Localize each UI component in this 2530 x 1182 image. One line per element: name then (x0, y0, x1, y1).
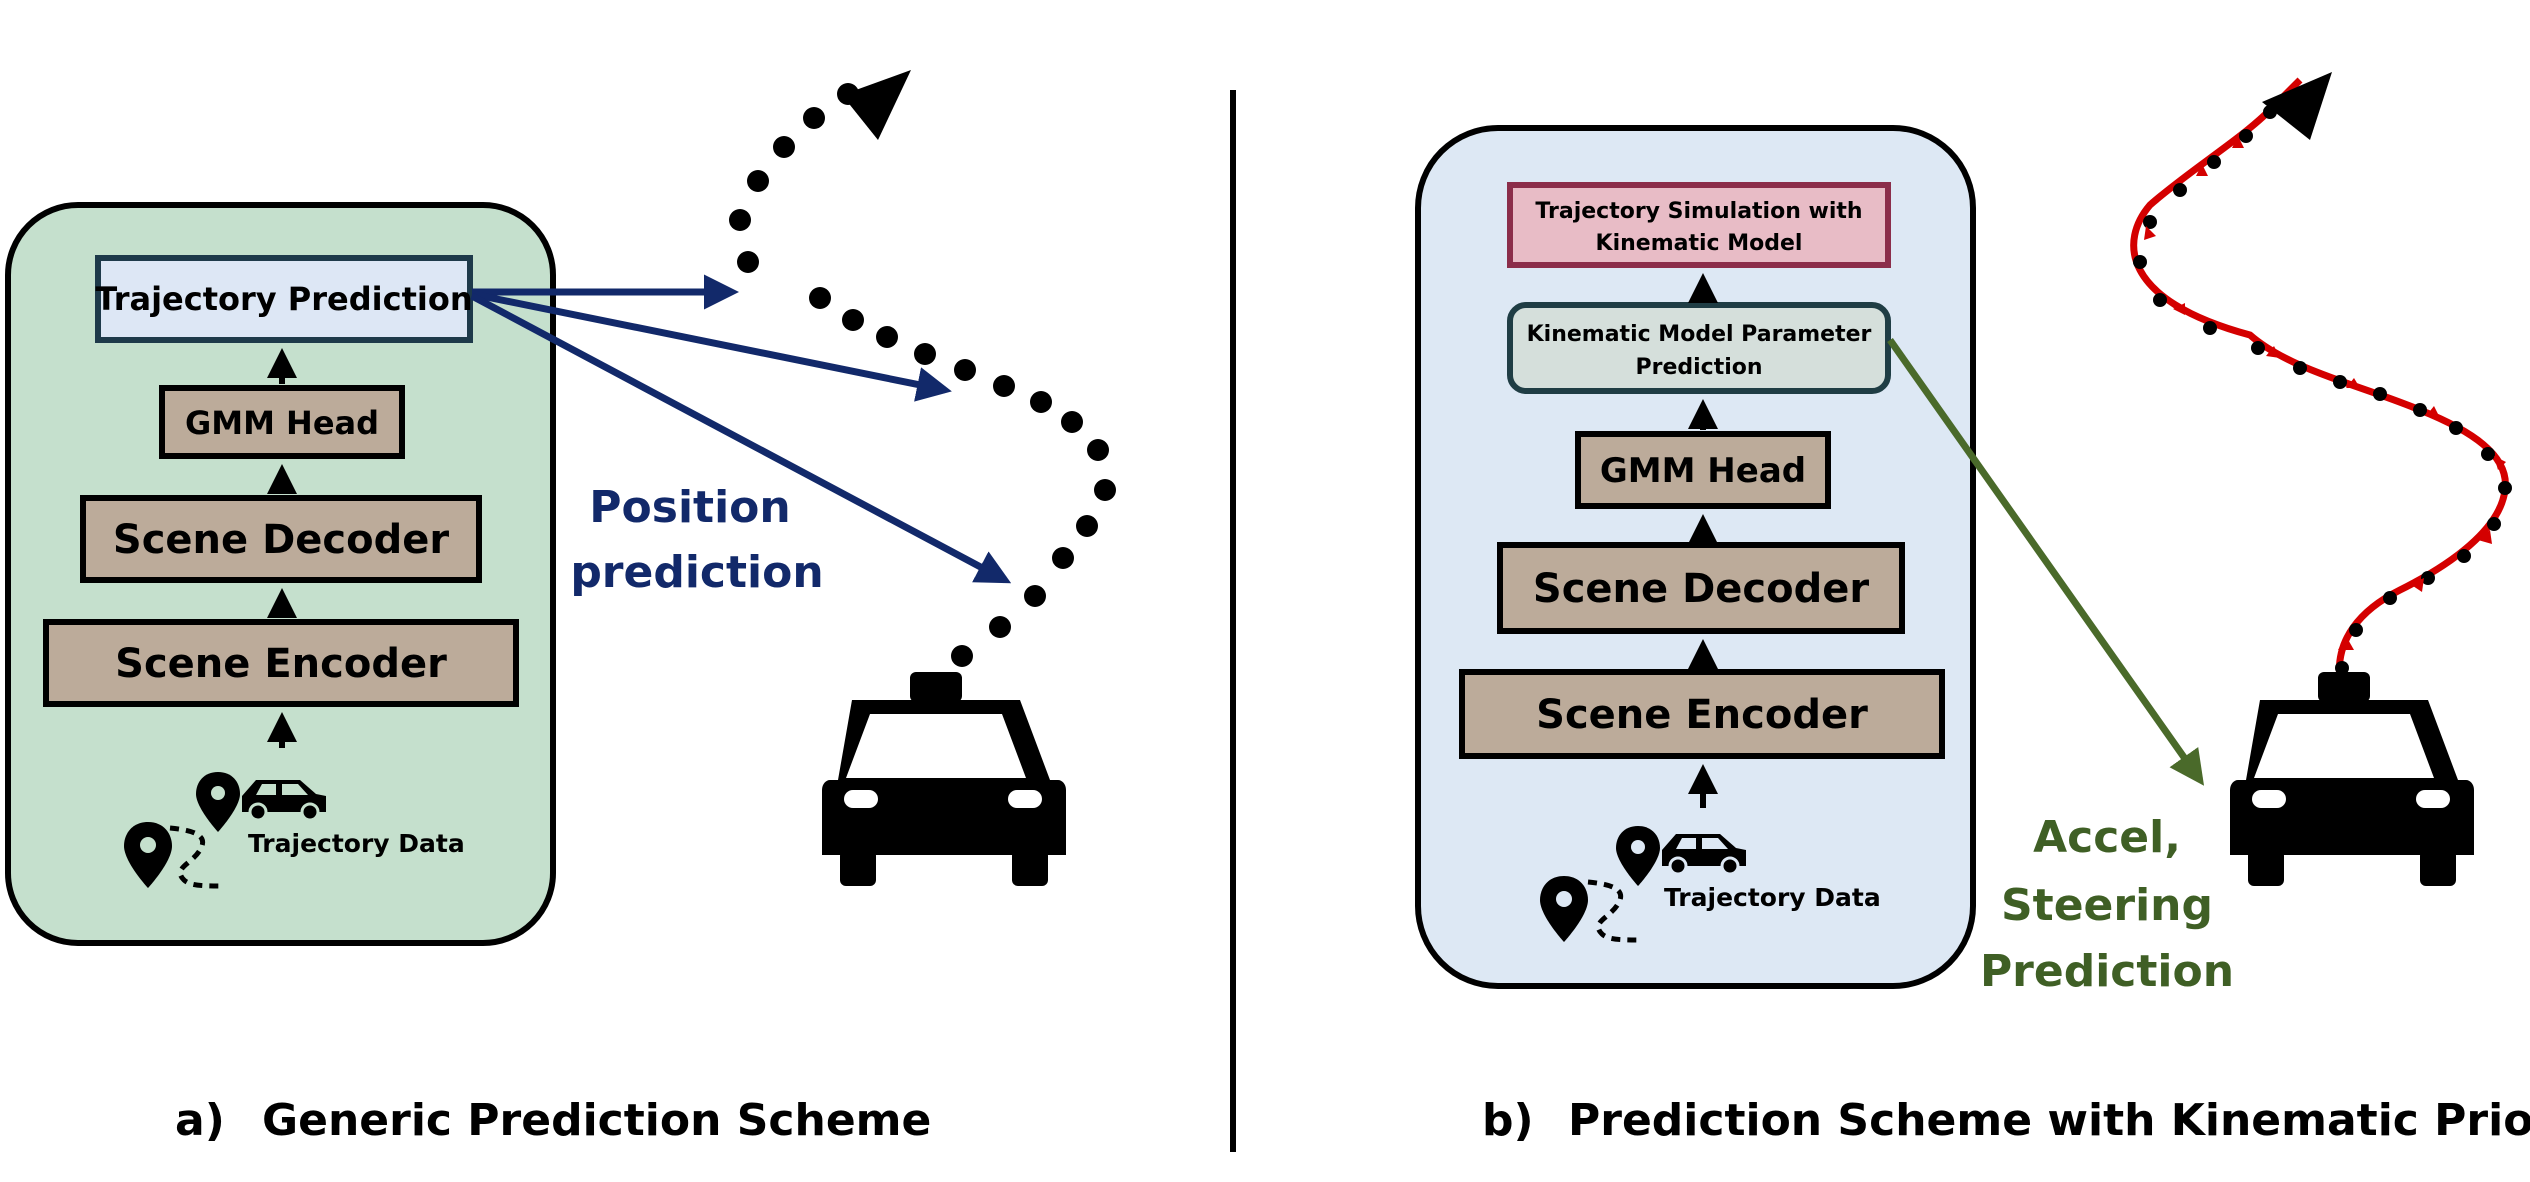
panel-a-car-icon (822, 672, 1066, 886)
panel-b-simulation-label-line2: Kinematic Model (1596, 231, 1803, 256)
panel-b-param-prediction-box (1507, 302, 1891, 394)
panel-b-car-icon (2230, 672, 2474, 886)
panel-b-scene-encoder-box (1459, 669, 1945, 759)
panel-b-gmm-head-box (1575, 431, 1831, 509)
panel-b-param-prediction-label-line1: Kinematic Model Parameter (1527, 322, 1872, 347)
panel-a-trajectory-arrowhead (842, 70, 911, 140)
panel-b-simulation-box (1507, 182, 1891, 268)
panel-a-scene-decoder-box (80, 495, 482, 583)
panel-a-position-prediction-line1: Position (589, 482, 790, 533)
panel-b-accel-label-line3: Prediction (1980, 946, 2234, 997)
panel-b-param-prediction-label-line2: Prediction (1635, 355, 1762, 380)
panel-a-scene-encoder-box (43, 619, 519, 707)
panel-b-caption-text: Prediction Scheme with Kinematic Prior (1568, 1095, 2530, 1146)
panel-b-simulation-label-line1: Trajectory Simulation with (1535, 199, 1862, 224)
panel-a-position-arrows (470, 274, 1012, 584)
panel-a-caption-text: Generic Prediction Scheme (262, 1095, 931, 1146)
panel-b-accel-label-line2: Steering (2001, 880, 2213, 931)
panel-b-caption-letter: b) (1482, 1095, 1534, 1146)
panel-b-gmm-head-label: GMM Head (1600, 451, 1806, 491)
panel-a-trajectory-prediction-label: Trajectory Prediction (95, 280, 472, 318)
panel-a-gmm-head-box (159, 385, 405, 459)
panel-a-position-prediction-line2: prediction (570, 547, 823, 598)
panel-a-scene-decoder-label: Scene Decoder (113, 517, 449, 563)
panel-b-trajectory-data-icon (1540, 826, 1746, 943)
panel-b-scene-encoder-label: Scene Encoder (1536, 692, 1868, 738)
panel-a-trajectory-data-label: Trajectory Data (248, 829, 465, 858)
panel-b-simulated-trajectory (2130, 72, 2512, 681)
panel-b-scene-decoder-box (1497, 542, 1905, 634)
panel-b-trajectory-data-label: Trajectory Data (1664, 883, 1881, 912)
panel-b-accel-label-line1: Accel, (2033, 812, 2181, 863)
panel-b-scene-decoder-label: Scene Decoder (1533, 566, 1869, 612)
panel-a-caption-letter: a) (175, 1095, 225, 1146)
panel-a-scene-encoder-label: Scene Encoder (115, 641, 447, 687)
panel-a-trajectory-data-icon (124, 772, 326, 889)
panel-a-trajectory-prediction-box (95, 255, 473, 343)
panel-a-gmm-head-label: GMM Head (185, 404, 379, 442)
panel-b-accel-steering-arrow (1887, 337, 2205, 786)
panel-b-trajectory-arrowhead (2262, 72, 2332, 140)
